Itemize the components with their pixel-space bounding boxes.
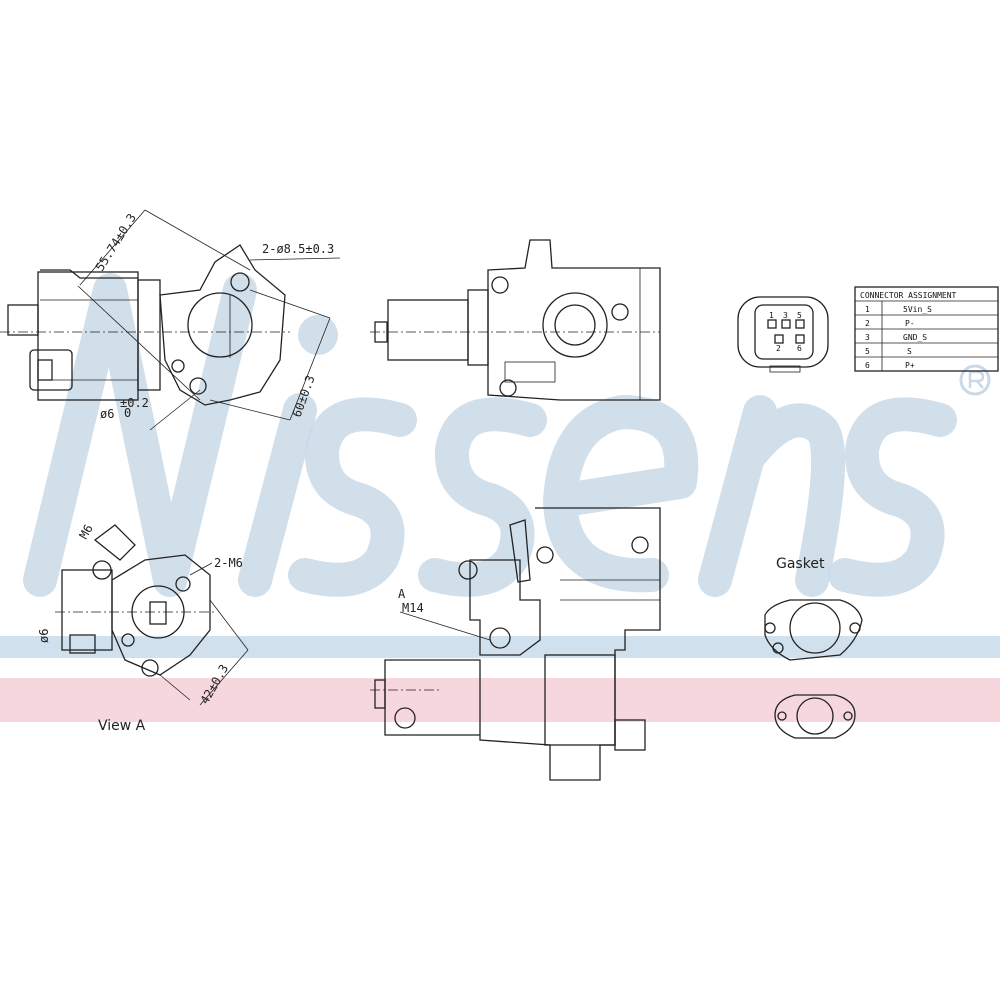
m14-label: M14: [402, 601, 424, 615]
top-middle-view: [370, 239, 661, 401]
dim-55-74-label: 55.74±0.3: [93, 211, 139, 274]
gasket-caption: Gasket: [776, 556, 825, 572]
pin-label-3: 3: [783, 311, 788, 320]
dia-6-view-a-label: ø6: [37, 629, 51, 643]
top-left-view: [0, 209, 341, 431]
table-signal: S: [907, 347, 912, 356]
connector-assignment-table: CONNECTOR ASSIGNMENT 1 5Vin_S 2 P- 3 GND…: [854, 286, 999, 372]
table-title: CONNECTOR ASSIGNMENT: [860, 291, 957, 300]
table-pin: 3: [865, 333, 870, 342]
arrow-a-label: A: [398, 587, 406, 601]
registered-mark: [959, 364, 991, 396]
holes-top-label: 2-ø8.5±0.3: [262, 242, 334, 256]
bottom-middle-view: [370, 507, 661, 781]
watermark-pink-band: [0, 678, 1000, 722]
registered-letter-shape: [968, 370, 985, 389]
pin-label-5: 5: [797, 311, 802, 320]
table-signal: P+: [905, 361, 915, 370]
table-signal: P-: [905, 319, 915, 328]
holes-view-a-label: 2-M6: [214, 556, 243, 570]
table-pin: 1: [865, 305, 870, 314]
nissens-watermark: [0, 273, 1000, 722]
watermark-blue-band: [0, 636, 1000, 658]
tol-6-top-low-label: 0: [124, 406, 131, 420]
pin-label-2: 2: [776, 344, 781, 353]
view-a-caption: View A: [98, 718, 146, 734]
pin-label-1: 1: [769, 311, 774, 320]
table-signal: 5Vin_S: [903, 305, 932, 314]
dia-6-top-label: ø6: [100, 407, 114, 421]
pin-label-6: 6: [797, 344, 802, 353]
tol-6-top-label: ±0.2: [120, 396, 149, 410]
connector-face: 1 3 5 2 6: [737, 296, 829, 373]
table-pin: 2: [865, 319, 870, 328]
table-signal: GND_S: [903, 333, 927, 342]
view-a: [55, 524, 249, 706]
m6-label: M6: [76, 522, 95, 542]
table-pin: 5: [865, 347, 870, 356]
gasket-drawing: [764, 599, 863, 739]
table-pin: 6: [865, 361, 870, 370]
watermark-logo-lettering: [23, 273, 957, 597]
